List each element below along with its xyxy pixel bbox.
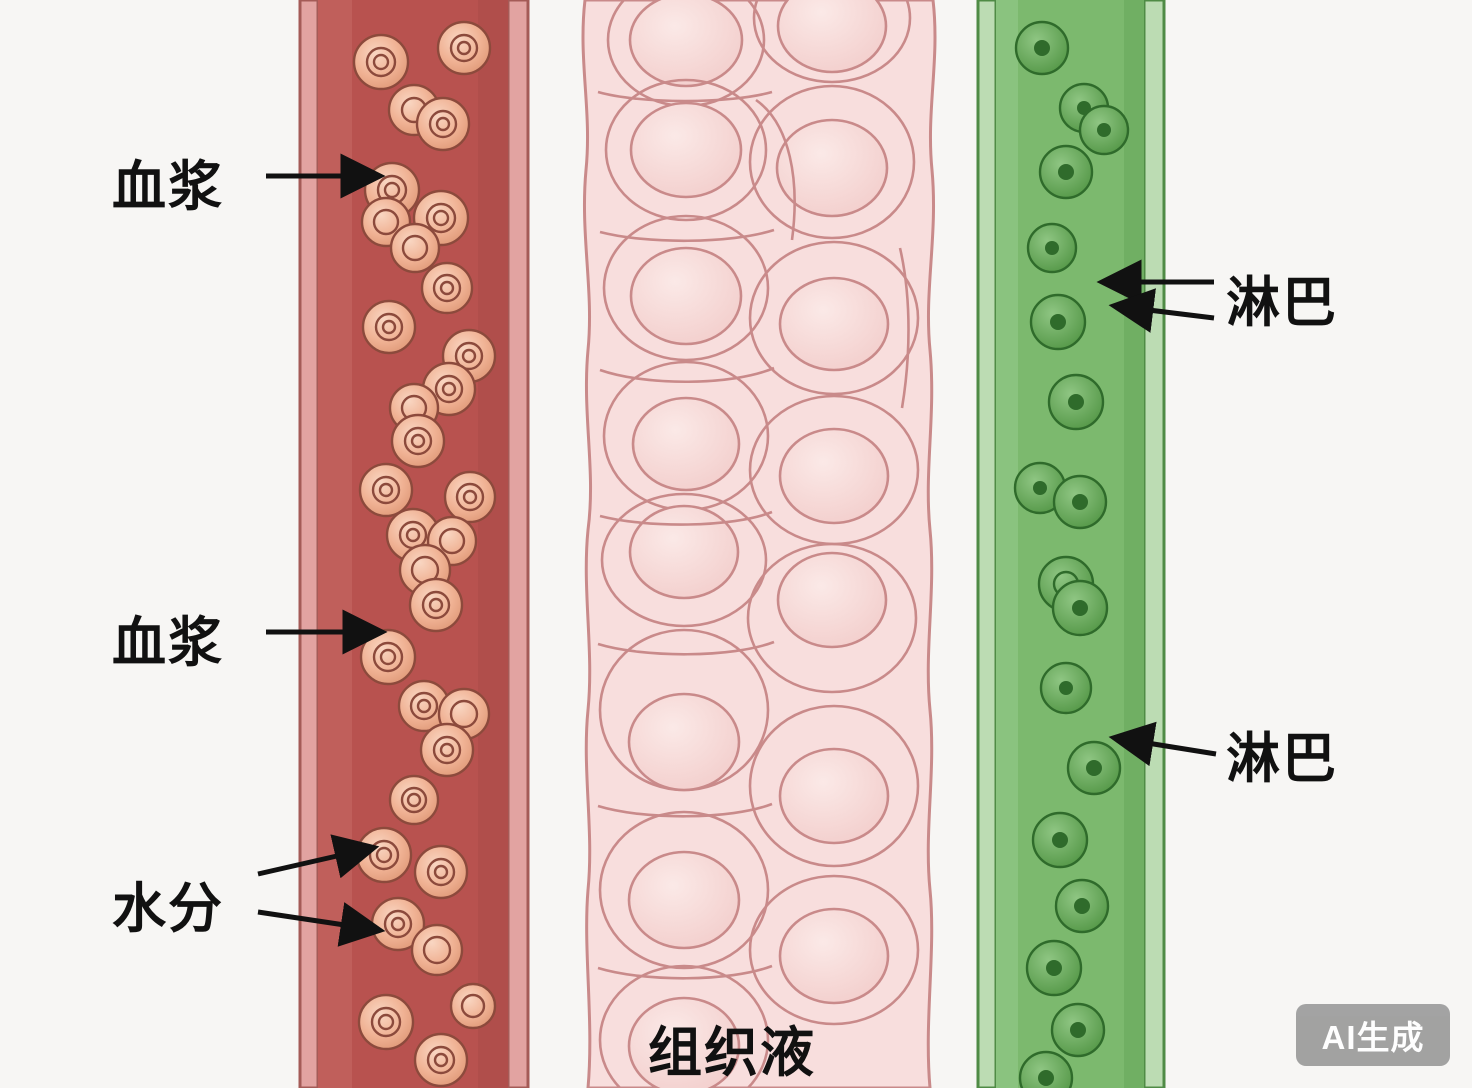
- tissue-cells: [597, 0, 920, 1088]
- lymph-vessel: [976, 0, 1166, 1088]
- arrow-lymph-top-lower: [1108, 288, 1215, 333]
- watermark-badge: AI生成: [1296, 1004, 1450, 1066]
- label-water: 水分: [112, 879, 224, 939]
- annotation-arrows: [257, 153, 1217, 947]
- label-lymph-top: 淋巴: [1226, 273, 1338, 333]
- label-plasma-top: 血浆: [112, 157, 224, 217]
- red-blood-cells: [352, 20, 497, 1088]
- arrow-lymph-bottom: [1108, 721, 1217, 767]
- arrow-water-lower: [257, 902, 386, 947]
- blood-capillary: [298, 0, 530, 1088]
- tissue-cell-layer: [581, 0, 937, 1088]
- lymphocytes: [1013, 20, 1130, 1088]
- label-lymph-bottom: 淋巴: [1226, 729, 1338, 789]
- label-plasma-middle: 血浆: [112, 613, 224, 673]
- arrow-water-upper: [257, 834, 380, 879]
- label-interstitial-fluid: 组织液: [648, 1023, 816, 1083]
